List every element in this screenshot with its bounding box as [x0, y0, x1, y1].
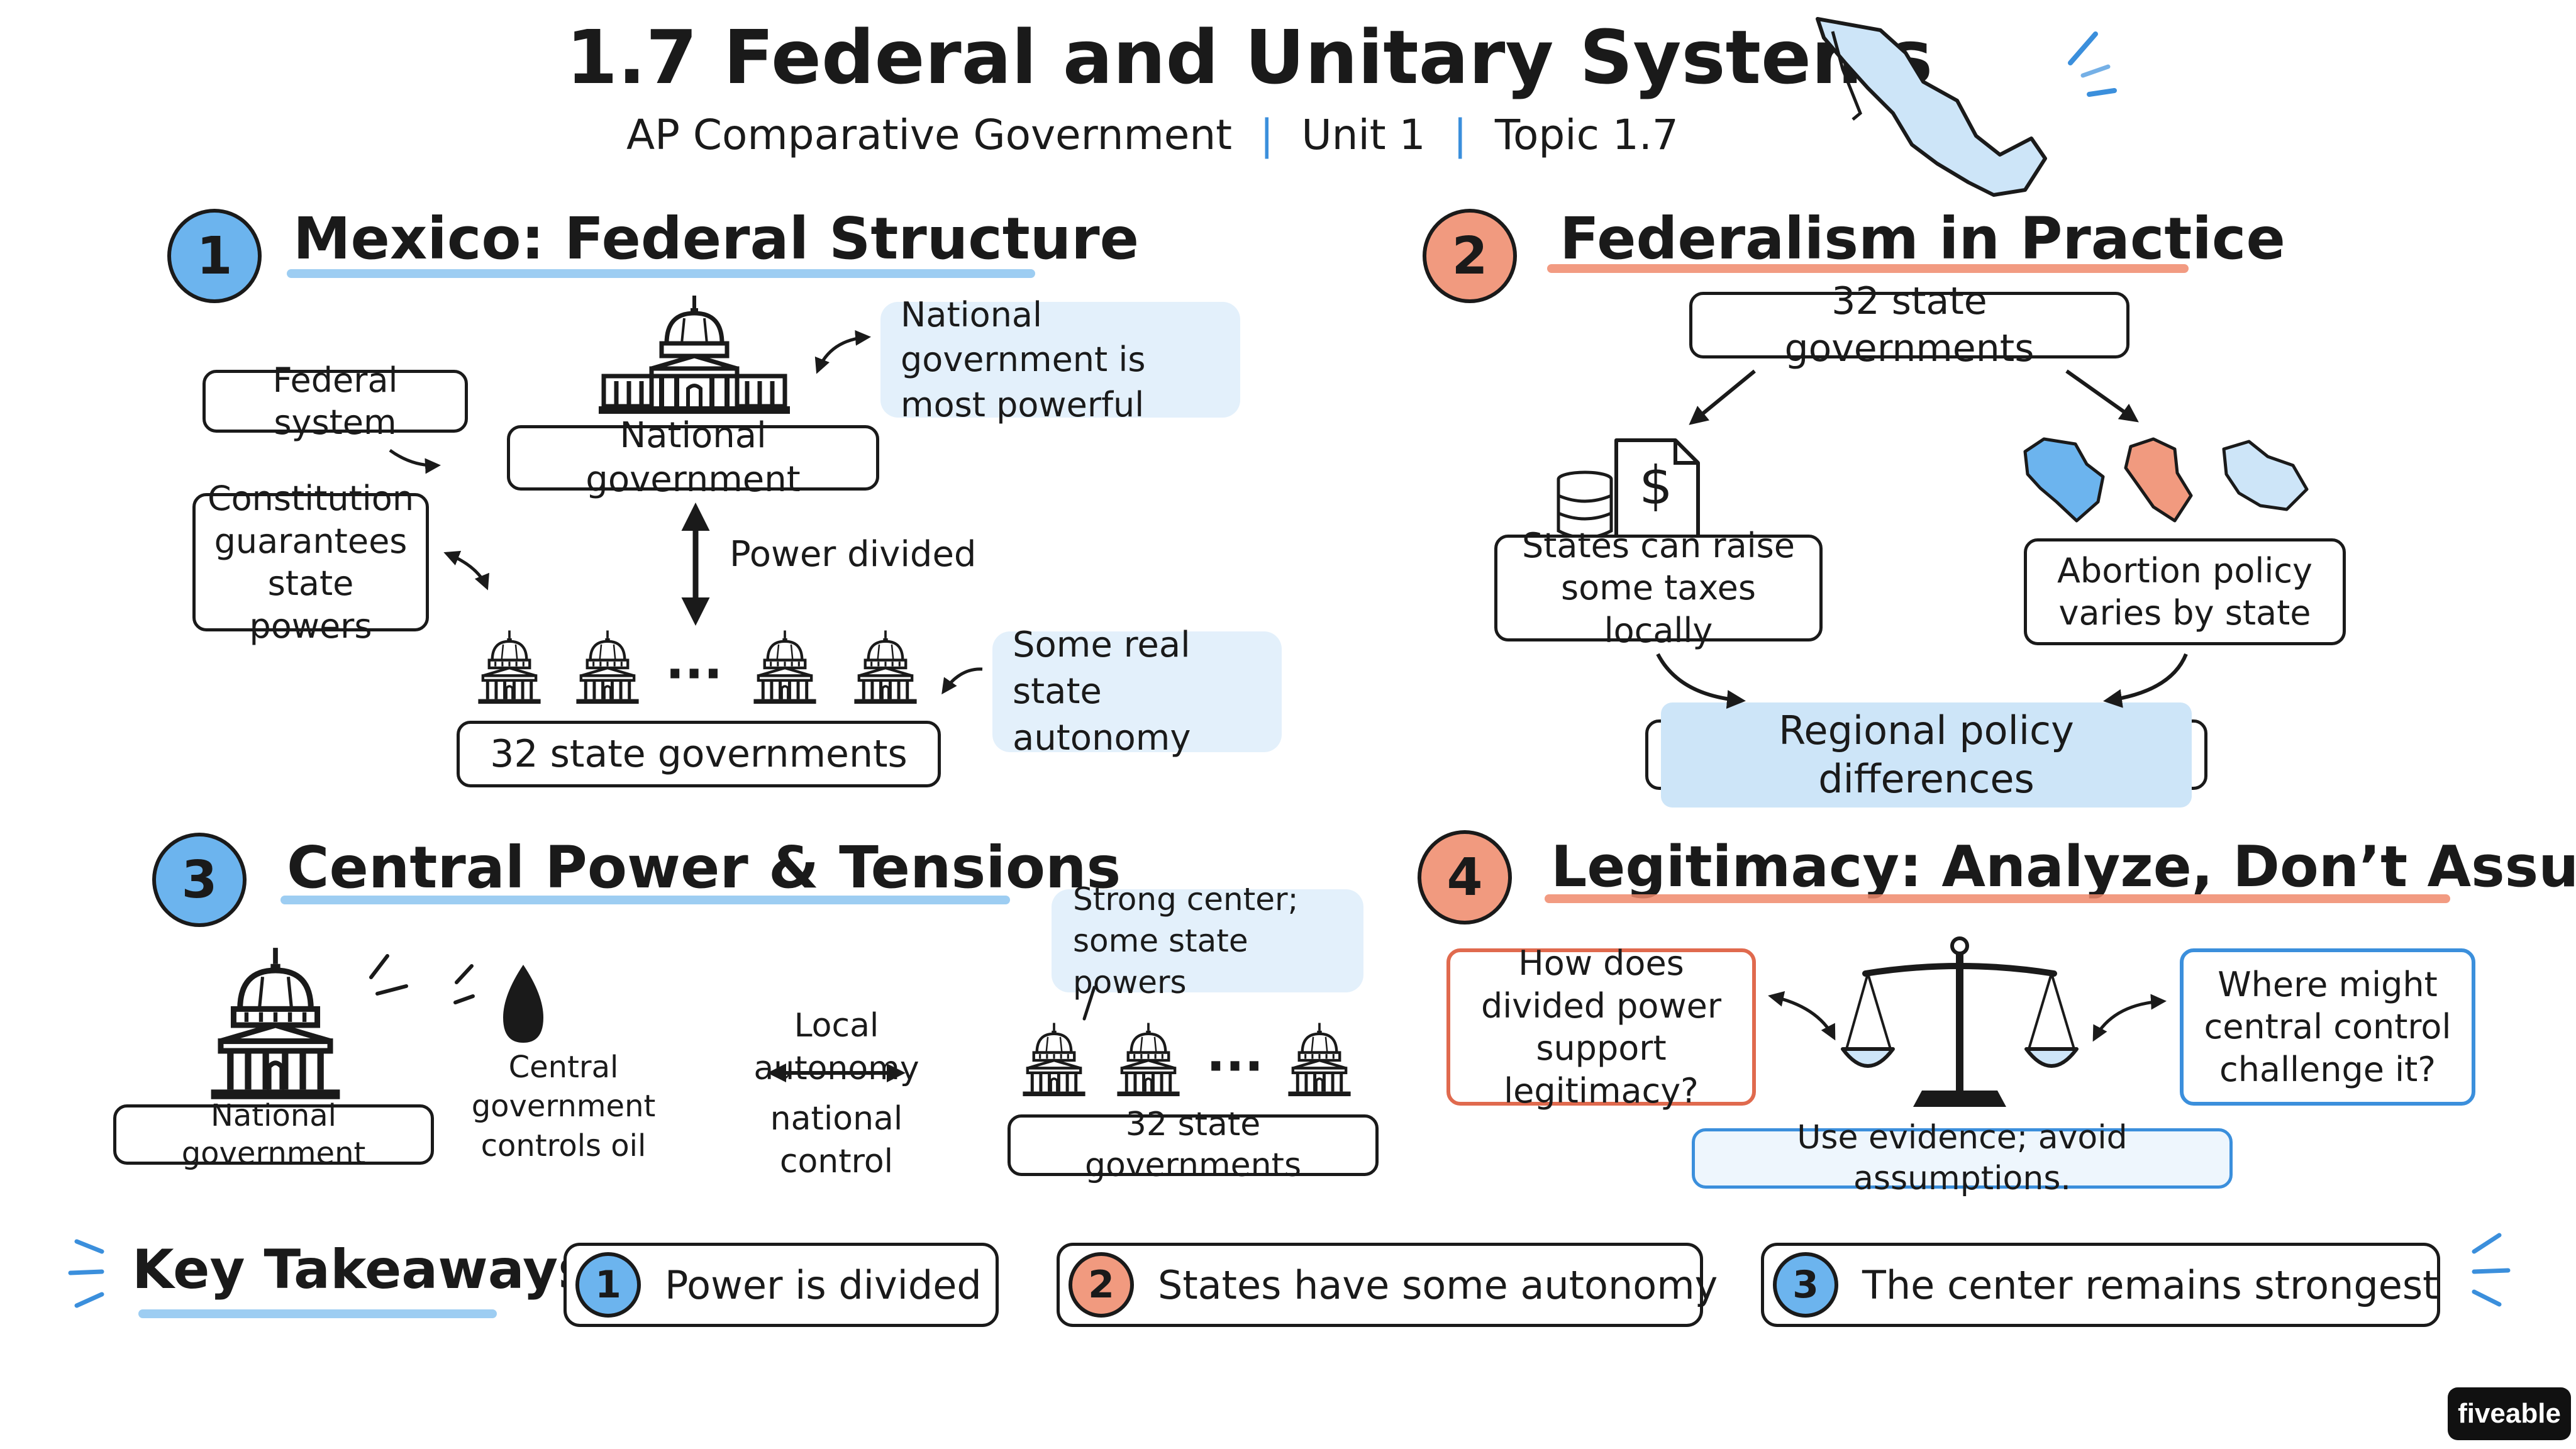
ellipsis: ···	[665, 645, 723, 703]
subtitle-separator: |	[1453, 111, 1467, 159]
evidence-box: Use evidence; avoid assumptions.	[1692, 1119, 2233, 1197]
state-governments-box: 32 state governments	[457, 721, 941, 787]
fiveable-logo-text: fiveable	[2458, 1398, 2561, 1429]
regional-box: Regional policy differences	[1645, 702, 2207, 808]
sparkle-lines-icon	[2068, 31, 2117, 97]
takeaway-number-2: 2	[1069, 1252, 1134, 1318]
subtitle-topic: Topic 1.7	[1494, 111, 1679, 159]
federal-system-box: Federal system	[203, 360, 468, 442]
takeaway-1: 1 Power is divided	[564, 1243, 999, 1327]
takeaway-text-2: States have some autonomy	[1158, 1262, 1718, 1308]
note-state-autonomy: Some real state autonomy	[992, 625, 1282, 758]
power-divided-label: Power divided	[730, 534, 977, 575]
question-left-box: How does divided power support legitimac…	[1446, 943, 1756, 1111]
section-number-1: 1	[167, 209, 262, 303]
section-number-3: 3	[152, 833, 247, 927]
question-right-box: Where might central control challenge it…	[2180, 948, 2475, 1106]
takeaway-number-1: 1	[575, 1252, 641, 1318]
section-3-title-underline	[280, 896, 1010, 904]
scales-icon	[1841, 936, 2079, 1107]
oil-drop-icon	[453, 964, 543, 1043]
national-control-label: national control	[770, 1100, 903, 1180]
tax-document-icon	[1614, 438, 1700, 539]
section-1-title-underline	[287, 269, 1035, 278]
fiveable-logo: fiveable	[2448, 1387, 2571, 1440]
ellipsis: ···	[1206, 1037, 1264, 1096]
page-subtitle: AP Comparative Government | Unit 1 | Top…	[626, 111, 1679, 159]
evidence-text: Use evidence; avoid assumptions.	[1797, 1119, 2128, 1197]
tension-lines-icon	[369, 954, 408, 996]
national-government-box-2: National government	[113, 1098, 434, 1171]
section-number-2: 2	[1423, 209, 1517, 303]
subtitle-unit: Unit 1	[1301, 111, 1426, 159]
section-number-4: 4	[1418, 830, 1512, 924]
mexico-map-icon	[1816, 17, 2047, 197]
section-3-title: Central Power & Tensions	[287, 834, 1121, 901]
state-map-icon	[2023, 437, 2309, 523]
constitution-box: Constitution guarantees state powers	[192, 479, 429, 646]
note-pointer	[1082, 985, 1096, 1021]
section-4-title-underline	[1545, 894, 2450, 903]
takeaway-3: 3 The center remains strongest	[1761, 1243, 2440, 1327]
oil-label: Central government controls oil	[471, 1050, 656, 1163]
takeaway-2: 2 States have some autonomy	[1057, 1243, 1718, 1327]
section-2-arrows	[1656, 369, 2188, 709]
takeaway-number-3: 3	[1773, 1252, 1838, 1318]
key-takeaways-label: Key Takeaways:	[132, 1238, 612, 1301]
section-1-arrows	[389, 330, 983, 695]
state-governments-box-2: 32 state governments	[1689, 279, 2129, 370]
page-title: 1.7 Federal and Unitary Systems	[566, 14, 1933, 101]
key-takeaways-underline	[138, 1309, 497, 1318]
tension-double-arrow-icon	[767, 1063, 906, 1082]
note-national-powerful: National government is most powerful	[880, 295, 1240, 425]
sparkle-lines-icon	[68, 1239, 104, 1308]
subtitle-course: AP Comparative Government	[626, 111, 1233, 159]
takeaway-text-1: Power is divided	[665, 1262, 982, 1308]
sparkle-lines-icon	[2472, 1233, 2511, 1307]
dollar-sign: $	[1639, 455, 1673, 516]
section-1-title: Mexico: Federal Structure	[293, 205, 1140, 272]
regional-highlight: Regional policy differences	[1661, 702, 2192, 808]
takeaway-text-3: The center remains strongest	[1862, 1262, 2438, 1308]
section-2-title: Federalism in Practice	[1560, 205, 2285, 272]
subtitle-separator: |	[1260, 111, 1274, 159]
section-2-title-underline	[1547, 264, 2189, 273]
section-4-arrows	[1768, 991, 2167, 1042]
section-4-title: Legitimacy: Analyze, Don’t Assume	[1551, 834, 2576, 900]
abortion-box: Abortion policy varies by state	[2024, 538, 2346, 645]
